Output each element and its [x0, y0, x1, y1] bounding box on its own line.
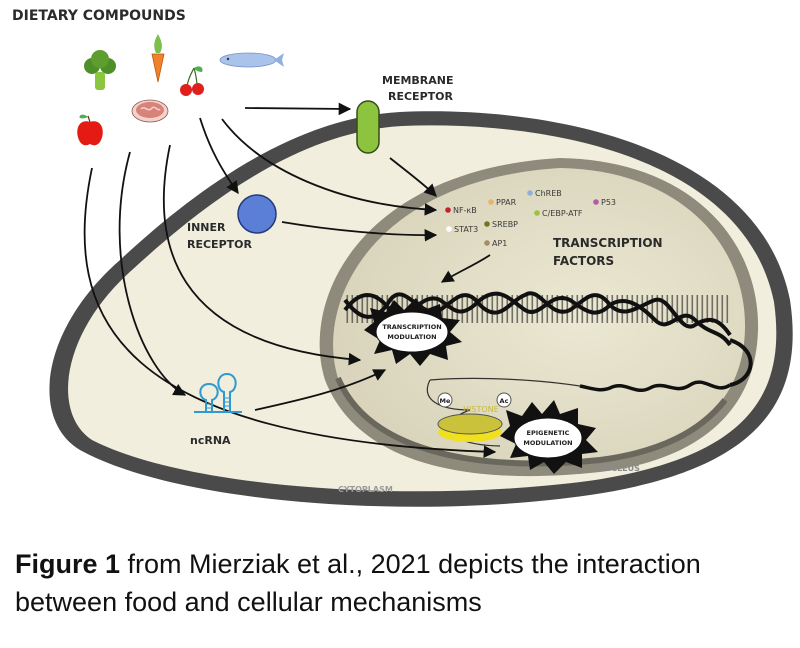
transcription-factor-label: ChREB [535, 189, 562, 198]
transcription-factor-c-ebp-atf: C/EBP-ATF [534, 209, 583, 218]
dna-bend [729, 338, 753, 387]
transcription-factor-label: P53 [601, 198, 616, 207]
transcription-factors-label-line1: TRANSCRIPTION [553, 236, 663, 250]
transcription-factor-label: NF-κB [453, 206, 477, 215]
transcription-factor-dot [488, 199, 494, 205]
arrow-to-membrane-receptor [244, 102, 352, 116]
transcription-factor-dot [484, 221, 490, 227]
transcription-factor-stat3: STAT3 [446, 225, 478, 234]
arrow-to-inner-receptor [199, 117, 239, 195]
transcription-modulation-line1: TRANSCRIPTION [382, 323, 441, 331]
epigenetic-modulation-line2: MODULATION [523, 439, 572, 447]
meat-icon [131, 99, 169, 123]
cherries-icon [180, 66, 204, 96]
transcription-factors-label-line2: FACTORS [553, 254, 614, 268]
membrane-receptor [356, 100, 380, 154]
histone-disc-upper [437, 413, 503, 435]
histone-label: HISTONE [463, 405, 499, 414]
arrow-ncrna-to-modulation [254, 369, 387, 411]
membrane-receptor-label-line2: RECEPTOR [388, 90, 453, 103]
apple-icon [77, 114, 103, 146]
transcription-modulation-burst: TRANSCRIPTION MODULATION [364, 298, 462, 366]
transcription-factor-dot [527, 190, 533, 196]
methyl-mark [437, 392, 453, 408]
transcription-factor-label: SREBP [492, 220, 518, 229]
broccoli-icon [84, 50, 116, 90]
dna-strand-bottom [579, 380, 731, 392]
histone: Me Ac HISTONE [426, 379, 512, 447]
transcription-factor-srebp: SREBP [484, 220, 518, 229]
arrow-tf-to-dna [440, 254, 491, 283]
inner-receptor [237, 194, 277, 234]
carrot-icon [151, 34, 165, 83]
ncrna-icon [194, 372, 242, 413]
diagram-title: DIETARY COMPOUNDS [12, 8, 186, 24]
epigenetic-modulation-burst: EPIGENETIC MODULATION [500, 400, 598, 474]
transcription-modulation-line2: MODULATION [387, 333, 436, 341]
transcription-factor-chreb: ChREB [527, 189, 562, 198]
membrane-receptor-label-line1: MEMBRANE [382, 74, 454, 87]
transcription-factor-dot [484, 240, 490, 246]
transcription-factor-ppar: PPAR [488, 198, 517, 207]
arrow-to-ncrna [118, 151, 187, 396]
transcription-factor-p53: P53 [593, 198, 616, 207]
transcription-factor-nf-b: NF-κB [445, 206, 477, 215]
methyl-mark-label: Me [440, 397, 451, 405]
arrow-membrane-to-tf [389, 157, 437, 197]
arrow-direct-to-tf-1 [221, 118, 438, 216]
transcription-factor-label: STAT3 [454, 225, 478, 234]
inner-receptor-label-line2: RECEPTOR [187, 238, 252, 251]
transcription-factor-ap1: AP1 [484, 239, 507, 248]
transcription-factor-label: PPAR [496, 198, 517, 207]
ncrna-label: ncRNA [190, 434, 231, 447]
nucleus-label: NUCLEUS [598, 464, 640, 473]
dna-thread [429, 377, 581, 387]
signal-arrows [83, 102, 497, 458]
transcription-factor-dot [534, 210, 540, 216]
arrow-to-epigenetic [83, 167, 497, 458]
figure-caption: Figure 1 from Mierziak et al., 2021 depi… [15, 545, 795, 621]
epigenetic-modulation-line1: EPIGENETIC [527, 429, 570, 437]
transcription-factor-dot [445, 207, 451, 213]
transcription-factor-label: AP1 [492, 239, 507, 248]
fish-icon [219, 52, 284, 68]
transcription-factor-dot [593, 199, 599, 205]
cytoplasm-label: CYTOPLASM [338, 485, 393, 494]
arrow-to-transcription-modulation [162, 144, 362, 366]
caption-figure-number: Figure 1 [15, 549, 121, 579]
transcription-factor-label: C/EBP-ATF [542, 209, 583, 218]
acetyl-mark [496, 392, 512, 408]
diet-cell-diagram: DIETARY COMPOUNDS [12, 8, 793, 507]
inner-receptor-label-line1: INNER [187, 221, 226, 234]
transcription-factor-dot [446, 226, 452, 232]
caption-text: from Mierziak et al., 2021 depicts the i… [15, 549, 701, 617]
acetyl-mark-label: Ac [500, 397, 509, 405]
arrow-inner-to-tf [281, 221, 438, 242]
